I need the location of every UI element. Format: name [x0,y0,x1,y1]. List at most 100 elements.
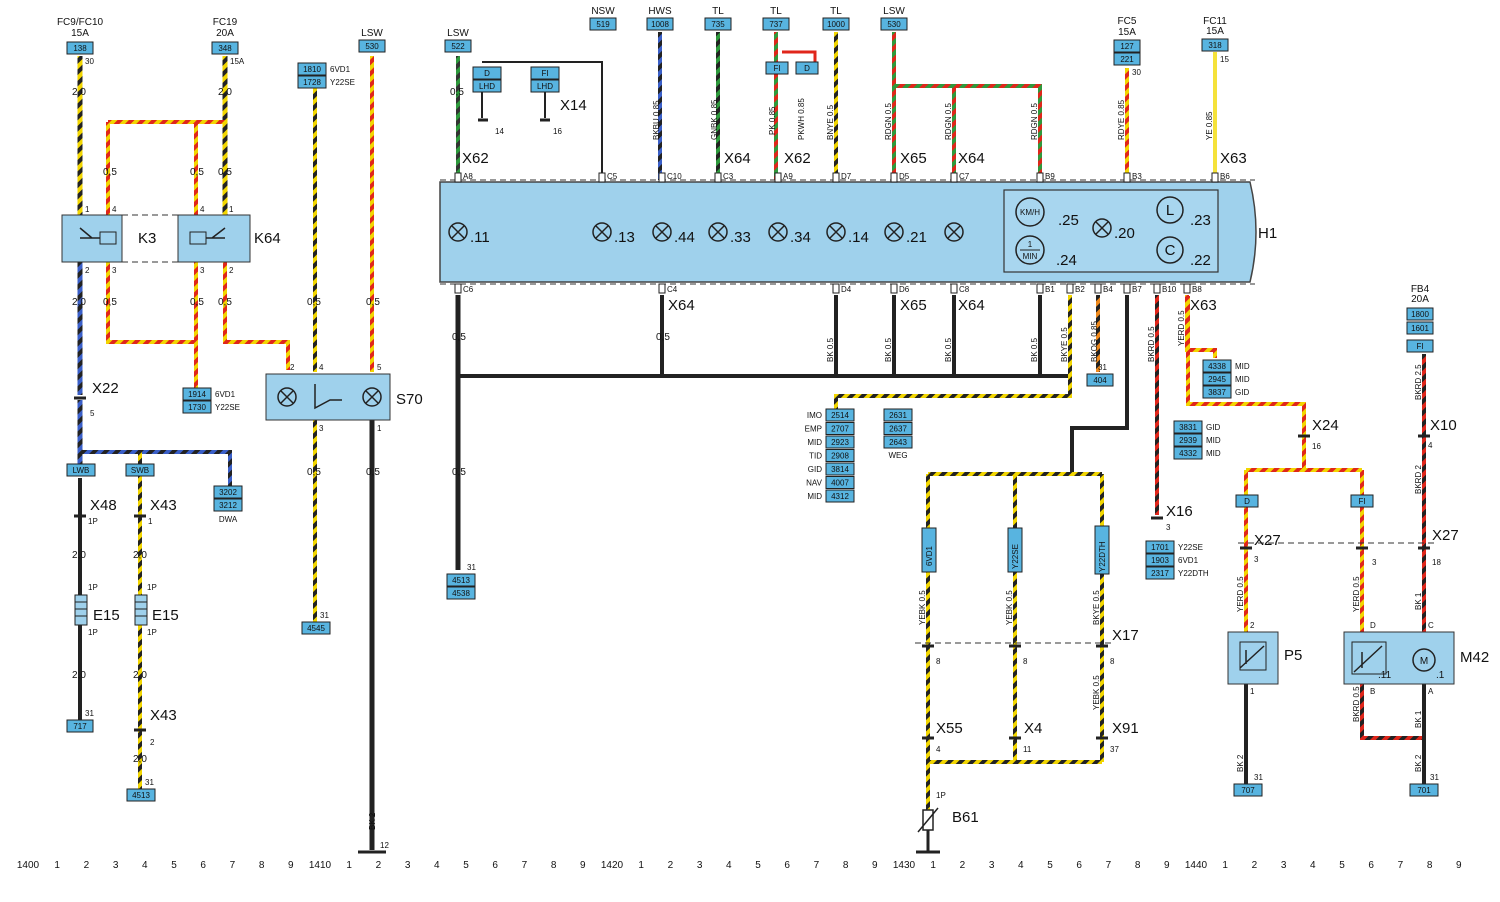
svg-text:D: D [484,69,490,78]
wire-color-label: GNBK 0.85 [710,99,719,140]
svg-text:A: A [1428,687,1434,696]
gauge-rpm-top: 1 [1028,240,1033,249]
wire-b7 [1070,295,1129,474]
wire-color-label: BK 0.5 [944,337,953,362]
wire-color-label: PK 0.85 [768,106,777,135]
signal-name: TL [712,6,724,17]
list-box [825,462,855,476]
bulb-label: .21 [906,229,927,246]
wire-color-label: YEBK 0.5 [918,590,927,625]
wire-color-label: BK 2 [1236,754,1245,772]
pin-marker [832,283,840,294]
wire-color-label: RDGN 0.5 [944,103,953,140]
connector-name: X63 [1190,297,1217,314]
list-label: 6VD1 [1178,556,1199,565]
list-ref: 2908 [831,452,849,461]
list-ref: 2707 [831,425,849,434]
list-ref: 2637 [889,425,907,434]
wire-x14 [482,61,603,180]
wire-color-label: BKRD 2.5 [1414,364,1423,400]
list-ref: 2317 [1151,569,1169,578]
wire-color-label: BKRD 2 [1414,465,1423,494]
bulb-cross [771,225,785,239]
svg-text:X27: X27 [1432,527,1459,544]
grid-number: 6 [492,860,498,871]
svg-text:X48: X48 [90,497,117,514]
wire-color-label: BKYE 0.5 [1092,590,1101,625]
pin-label: B8 [1192,285,1202,294]
wire-color-label: BK 1 [1414,592,1423,610]
grid-number: 5 [755,860,761,871]
wire-color-label: YERD 0.5 [1177,310,1186,346]
wire-x14-b [481,92,546,118]
fuse-fb4: FB4 20A 1800 1601 FI [1406,284,1434,353]
signal-name: TL [830,6,842,17]
pin-marker [774,172,782,183]
pin-marker [1094,283,1102,294]
svg-text:SWB: SWB [131,466,149,475]
wire-color-label: BKOG 0.85 [1090,321,1099,362]
svg-text:FC9/FC10: FC9/FC10 [57,17,104,28]
svg-text:P5: P5 [1284,647,1302,664]
list-ref: 2939 [1179,436,1197,445]
grid-number: 4 [142,860,148,871]
list-box [825,435,855,449]
bulb-cross [887,225,901,239]
svg-text:717: 717 [73,722,87,731]
pin-label: C3 [723,172,734,181]
gauge-value: 0,5 [190,167,204,178]
svg-text:348: 348 [218,44,232,53]
list-ref: 2643 [889,438,907,447]
list-ref: 4338 [1208,362,1226,371]
svg-text:LHD: LHD [479,82,495,91]
pin-marker [890,172,898,183]
pin-label: B6 [1220,172,1230,181]
pin-label: D5 [899,172,910,181]
pin-marker [658,283,666,294]
list-ref: 2945 [1208,375,1226,384]
gauge-value: 0,5 [103,167,117,178]
svg-text:FC11: FC11 [1203,16,1227,27]
wire-color-label: BKRD 0.5 [1147,326,1156,362]
signal-ref: 737 [769,20,783,29]
wires [77,32,1426,852]
svg-text:3: 3 [200,266,205,275]
svg-text:16: 16 [553,127,562,136]
bulb-cross [595,225,609,239]
svg-text:127: 127 [1120,42,1134,51]
connector-name: X65 [900,297,927,314]
list-label: GID [808,465,822,474]
list-ref: 2923 [831,438,849,447]
list-label: NAV [806,479,823,488]
wire-color-label: YEBK 0.5 [1005,590,1014,625]
grid-number: 1440 [1185,860,1208,871]
left-components: X22 5 LWB SWB X48 X43 1P 1 E15 E15 1P 1P… [66,380,179,747]
gauge-value: 0,5 [366,467,380,478]
signal-ref-box [822,17,850,31]
svg-text:404: 404 [1093,376,1107,385]
list-label: MID [1235,362,1250,371]
svg-text:E15: E15 [152,607,179,624]
svg-text:4: 4 [936,745,941,754]
svg-text:1: 1 [85,205,90,214]
list-ref: 4007 [831,479,849,488]
svg-text:8: 8 [1023,657,1028,666]
svg-text:B: B [1370,687,1375,696]
list-box [825,422,855,435]
list-label: MID [807,438,822,447]
svg-text:20A: 20A [216,28,234,39]
grid-number: 5 [171,860,177,871]
list-box [825,476,855,489]
bulb-label: .14 [848,229,869,246]
svg-text:X43: X43 [150,497,177,514]
gauge-value: 0,5 [450,87,464,98]
list-ref: 2514 [831,411,849,420]
svg-text:5: 5 [90,409,95,418]
grid-number: 4 [1310,860,1316,871]
svg-text:FI: FI [541,69,548,78]
grid-number: 7 [814,860,820,871]
wire-b2 [834,295,1072,410]
list-box [825,489,855,503]
